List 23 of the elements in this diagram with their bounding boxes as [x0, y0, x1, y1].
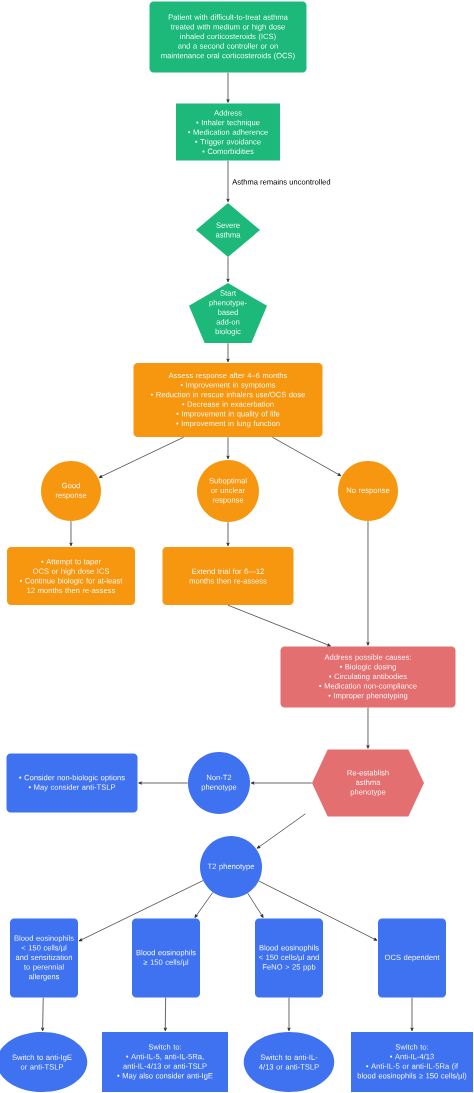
arrow: [226, 72, 230, 103]
arrow: [366, 707, 370, 749]
arrow: [98, 436, 184, 478]
arrow: [366, 520, 370, 646]
arrow: [163, 997, 167, 1032]
arrow: [410, 997, 414, 1032]
arrow: [271, 436, 342, 477]
arrow: [226, 521, 230, 547]
arrow: [138, 781, 189, 785]
arrow: [226, 160, 230, 203]
arrow: [247, 892, 264, 918]
arrow: [69, 520, 73, 547]
arrow: [226, 342, 230, 363]
arrow: [194, 892, 214, 918]
arrow: [227, 604, 331, 647]
arrow: [256, 813, 306, 849]
arrow: [258, 880, 378, 941]
arrow: [250, 781, 313, 785]
arrow: [41, 997, 45, 1032]
arrow: [78, 880, 204, 942]
arrow: [287, 997, 291, 1032]
arrow: [226, 436, 230, 460]
arrow: [226, 256, 230, 283]
